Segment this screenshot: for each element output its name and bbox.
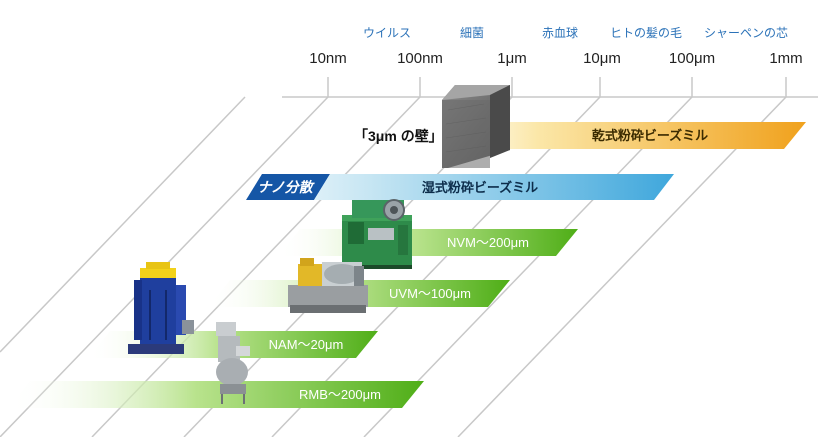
reference-label-red-blood-cell: 赤血球 bbox=[541, 26, 579, 40]
wall-label: 「3μm の壁」 bbox=[354, 128, 443, 144]
dry-mill-label: 乾式粉砕ビーズミル bbox=[592, 128, 708, 143]
reference-label-pencil-lead: シャーペンの芯 bbox=[703, 26, 789, 40]
scale-label-1mm: 1mm bbox=[769, 50, 803, 67]
scale-label-10nm: 10nm bbox=[309, 50, 347, 67]
reference-label-human-hair: ヒトの髪の毛 bbox=[609, 26, 683, 40]
product-bar-nvm bbox=[278, 229, 578, 256]
rmb-machine-icon bbox=[216, 322, 250, 404]
nano-label: ナノ分散 bbox=[257, 179, 315, 195]
grid-line bbox=[91, 96, 421, 437]
wet-mill-band bbox=[314, 174, 674, 200]
reference-label-virus: ウイルス bbox=[362, 26, 412, 40]
product-label-uvm: UVM～100μm bbox=[389, 286, 471, 301]
dry-mill-band bbox=[448, 122, 806, 149]
scale-label-1um: 1μm bbox=[497, 50, 527, 67]
tick-marks bbox=[327, 77, 787, 97]
reference-label-bacteria: 細菌 bbox=[459, 26, 485, 40]
product-bar-rmb bbox=[8, 381, 424, 408]
product-label-nvm: NVM～200μm bbox=[447, 235, 529, 250]
product-label-nam: NAM～20μm bbox=[269, 337, 344, 352]
grid-line bbox=[0, 96, 246, 353]
scale-label-10um: 10μm bbox=[583, 50, 621, 67]
wet-mill-label: 湿式粉砕ビーズミル bbox=[422, 180, 538, 195]
grid-line bbox=[363, 96, 693, 437]
product-label-rmb: RMB～200μm bbox=[299, 387, 381, 402]
scale-label-100um: 100μm bbox=[668, 50, 716, 67]
nvm-machine-icon bbox=[342, 199, 412, 269]
grid-line bbox=[457, 96, 787, 437]
nano-band bbox=[246, 174, 330, 200]
nam-machine-icon bbox=[128, 262, 194, 354]
scale-label-100nm: 100nm bbox=[397, 50, 443, 67]
wall-block-icon bbox=[442, 85, 510, 168]
uvm-machine-icon bbox=[288, 258, 368, 313]
grid-line bbox=[271, 96, 601, 437]
